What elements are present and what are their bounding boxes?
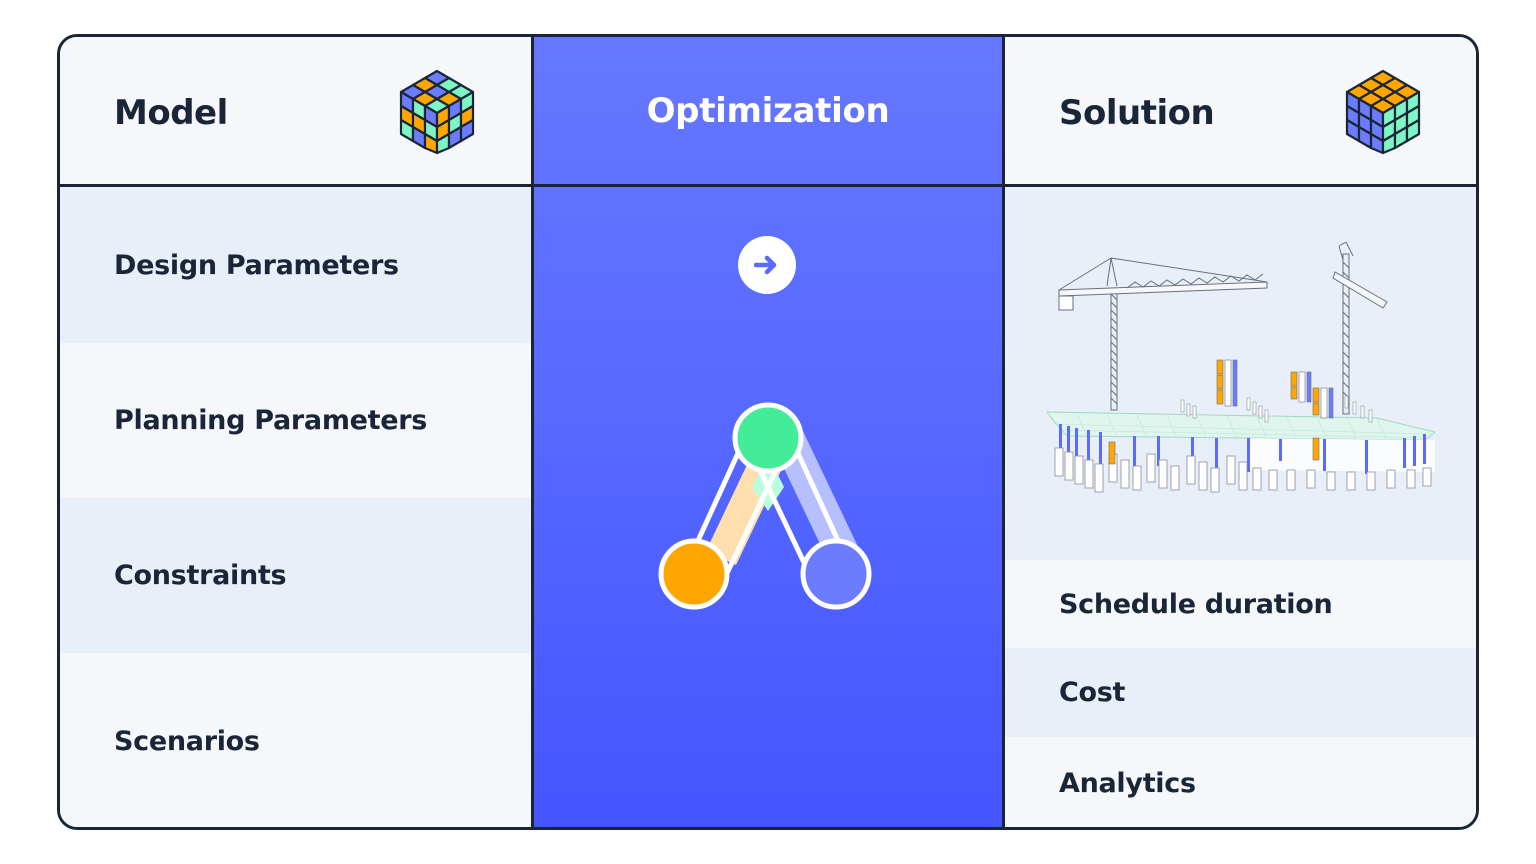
arrow-right-button[interactable] [738,236,796,294]
solution-column: Solution [1005,37,1476,827]
model-item-label: Design Parameters [114,249,399,281]
header-divider [60,184,1476,187]
arrow-right-icon [754,255,777,275]
model-item-scenarios: Scenarios [60,653,531,827]
solution-item-label: Schedule duration [1059,588,1333,620]
solution-item-label: Cost [1059,677,1126,708]
model-column: Model [60,37,531,827]
solution-item-analytics: Analytics [1005,737,1476,827]
column-divider [531,37,534,827]
optimization-column: Optimization [534,37,1002,827]
solution-item-cost: Cost [1005,648,1476,737]
solution-item-schedule-duration: Schedule duration [1005,560,1476,648]
optimization-title: Optimization [646,91,890,131]
construction-site-illustration [1005,187,1476,560]
model-item-design-parameters: Design Parameters [60,187,531,343]
rubiks-cube-scrambled-icon [399,69,475,155]
optimization-logo-icon [658,402,872,610]
model-item-label: Constraints [114,560,287,591]
rubiks-cube-solved-icon [1345,69,1421,155]
model-item-label: Scenarios [114,726,260,757]
optimization-header: Optimization [534,37,1002,184]
construction-site-icon [1047,242,1437,493]
model-item-constraints: Constraints [60,498,531,653]
model-header: Model [60,37,531,184]
solution-header: Solution [1005,37,1476,184]
column-divider [1002,37,1005,827]
solution-title: Solution [1059,93,1215,133]
model-item-label: Planning Parameters [114,405,428,436]
model-optimization-solution-card: Model [57,34,1479,830]
model-title: Model [114,93,228,133]
solution-item-label: Analytics [1059,768,1196,799]
model-item-planning-parameters: Planning Parameters [60,343,531,498]
